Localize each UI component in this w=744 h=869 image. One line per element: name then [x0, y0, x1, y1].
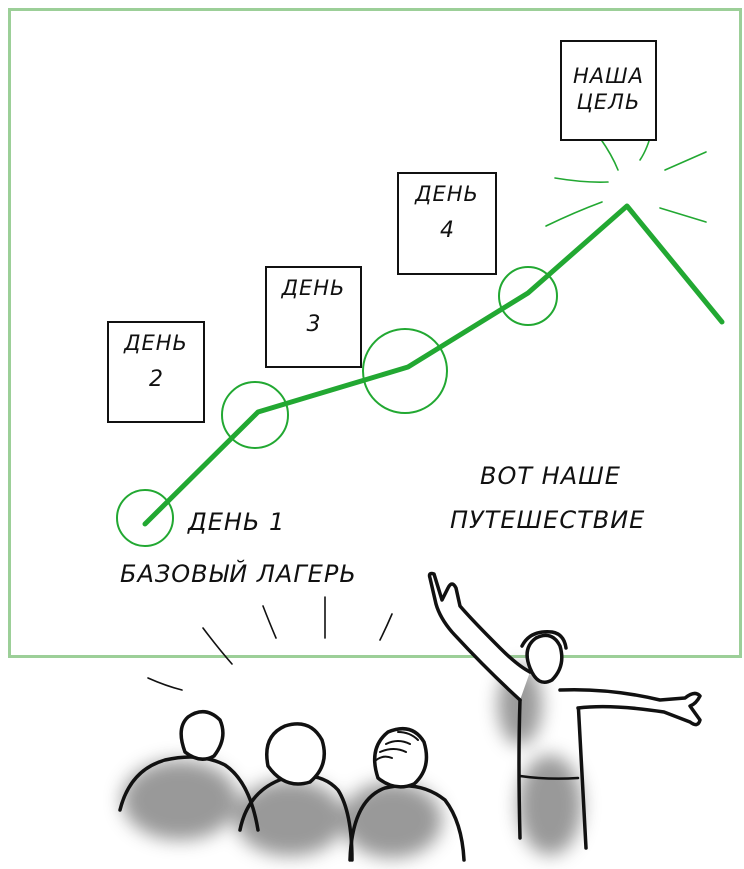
attention-marks [148, 597, 392, 690]
milestone-day3-title: ДЕНЬ [267, 276, 360, 300]
milestone-day2-number: 2 [109, 367, 203, 392]
milestone-day4-number: 4 [399, 218, 495, 243]
milestone-day2-title: ДЕНЬ [109, 331, 203, 355]
milestone-day4-title: ДЕНЬ [399, 182, 495, 206]
milestone-box-day2: ДЕНЬ 2 [107, 321, 205, 423]
journey-label-line1: ВОТ НАШЕ [480, 462, 621, 490]
summit-sparkles [546, 130, 706, 226]
waypoint-circle-day4 [499, 267, 557, 325]
milestone-box-day4: ДЕНЬ 4 [397, 172, 497, 275]
journey-label-line2: ПУТЕШЕСТВИЕ [450, 506, 645, 534]
goal-line-2: ЦЕЛЬ [562, 90, 655, 114]
day1-label: ДЕНЬ 1 [188, 508, 285, 536]
milestone-box-goal: НАША ЦЕЛЬ [560, 40, 657, 141]
milestone-day3-number: 3 [267, 312, 360, 337]
milestone-box-day3: ДЕНЬ 3 [265, 266, 362, 368]
waypoint-circle-day1 [117, 490, 173, 546]
waypoint-circle-day3 [363, 329, 447, 413]
basecamp-label: БАЗОВЫЙ ЛАГЕРЬ [120, 560, 357, 588]
goal-line-1: НАША [562, 64, 655, 88]
